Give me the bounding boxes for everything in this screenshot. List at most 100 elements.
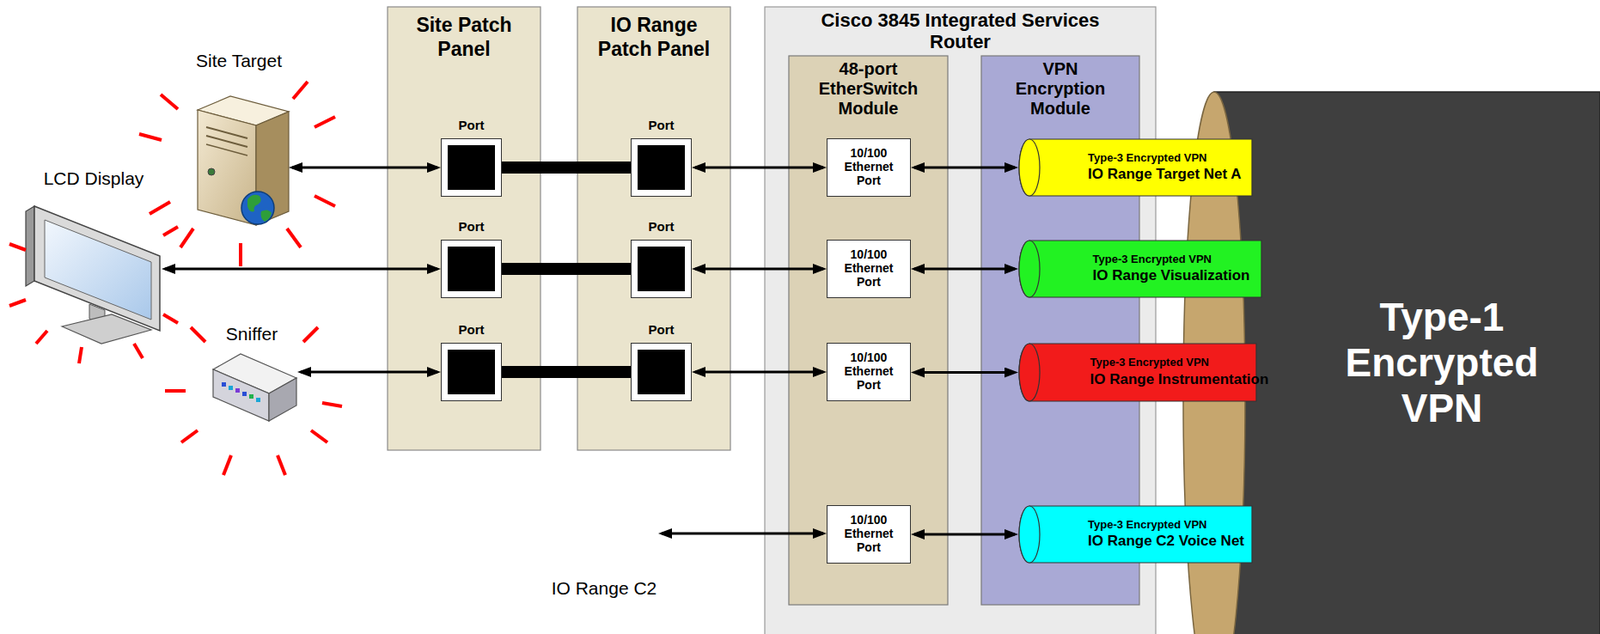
burst-line — [314, 195, 336, 207]
port-text: 10/100 Ethernet Port — [838, 351, 899, 392]
port-label: Port — [458, 322, 485, 338]
vpn-tunnel: Type-3 Encrypted VPNIO Range Target Net … — [1018, 138, 1253, 197]
led — [249, 394, 254, 399]
port-jack — [637, 145, 685, 190]
module-title: VPN Encryption Module — [1002, 59, 1119, 119]
patch-panel: IO Range Patch PanelPortPortPort — [577, 6, 731, 451]
burst-line — [134, 343, 143, 359]
burst-line — [181, 430, 198, 443]
link-label: IO Range C2 — [551, 577, 658, 600]
patch-panel: Site Patch PanelPortPortPort — [387, 6, 541, 451]
ethernet-port: 10/100 Ethernet Port — [826, 505, 911, 564]
router-title: Cisco 3845 Integrated Services Router — [801, 9, 1120, 54]
server-node: Site Target — [189, 49, 289, 226]
device-label: Site Target — [195, 49, 282, 73]
burst-line — [139, 134, 162, 141]
globe-land — [247, 195, 262, 213]
tunnel-end — [1019, 240, 1040, 298]
port-socket — [630, 239, 692, 299]
module-title: 48-port EtherSwitch Module — [810, 59, 927, 119]
tunnel-body — [1019, 506, 1252, 563]
tunnel-body — [1019, 343, 1257, 402]
sniffer-front — [213, 369, 269, 422]
c2-link-arrow — [661, 532, 824, 536]
sniffer-side — [268, 378, 297, 422]
patch-panel-bg — [577, 6, 731, 451]
patch-port: Port — [630, 117, 692, 197]
router-box: Cisco 3845 Integrated Services Router48-… — [764, 6, 1156, 634]
display-node: LCD Display — [25, 167, 162, 349]
port-jack — [447, 145, 495, 190]
port-socket — [630, 138, 692, 197]
burst-line — [149, 201, 171, 214]
tunnel-body — [1019, 139, 1252, 196]
led — [221, 382, 226, 387]
patch-port: Port — [630, 322, 692, 402]
tunnel-body — [1019, 240, 1262, 298]
patch-cable — [501, 161, 631, 174]
burst-line — [238, 243, 243, 267]
tunnel-text: Type-3 Encrypted VPN — [1093, 252, 1210, 267]
port-label: Port — [648, 219, 675, 235]
burst-line — [9, 299, 26, 306]
ethernet-port: 10/100 Ethernet Port — [826, 138, 911, 197]
burst-line — [303, 327, 318, 342]
burst-line — [223, 455, 232, 476]
led — [228, 385, 233, 391]
patch-cable — [501, 262, 631, 275]
patch-cable — [501, 366, 631, 379]
burst-line — [322, 403, 342, 407]
burst-line — [293, 81, 308, 99]
port-label: Port — [648, 117, 675, 134]
tunnel-text: Type-3 Encrypted VPN — [1090, 355, 1207, 370]
tunnel-end — [1019, 506, 1040, 563]
link-arrow — [914, 533, 1015, 537]
drive-slot — [206, 144, 248, 156]
vpn-module: VPN Encryption ModuleType-3 Encrypted VP… — [981, 55, 1140, 605]
module-bg — [788, 55, 948, 605]
burst-line — [163, 314, 178, 324]
tunnel-end — [1183, 91, 1246, 634]
tunnel-text: Type-3 Encrypted VPN — [1087, 151, 1204, 165]
burst-line — [164, 389, 186, 393]
patch-panel-bg — [387, 6, 541, 451]
burst-line — [163, 226, 178, 236]
link-arrow — [914, 166, 1015, 170]
port-label: Port — [458, 219, 485, 235]
globe — [241, 191, 275, 225]
port-socket — [440, 138, 502, 197]
globe-land — [261, 209, 273, 222]
port-socket — [440, 342, 502, 402]
link-arrow — [914, 268, 1015, 271]
device-label: Sniffer — [225, 323, 278, 346]
burst-line — [36, 330, 48, 344]
link-arrow — [695, 268, 824, 271]
link-arrow — [695, 166, 824, 170]
burst-line — [314, 116, 336, 128]
led — [235, 388, 240, 393]
vpn-tunnel: Type-3 Encrypted VPNIO Range Visualizati… — [1018, 239, 1263, 299]
ethernet-port: 10/100 Ethernet Port — [826, 239, 911, 299]
link-arrow — [292, 166, 438, 170]
port-text: 10/100 Ethernet Port — [838, 513, 899, 555]
port-text: 10/100 Ethernet Port — [838, 146, 899, 188]
port-text: 10/100 Ethernet Port — [838, 248, 899, 289]
burst-line — [190, 327, 206, 342]
label-box: IO Range C2 — [548, 577, 660, 600]
link-arrow — [695, 371, 824, 374]
switch-module: 48-port EtherSwitch Module 10/100 Etherne… — [788, 55, 948, 605]
port-label: Port — [648, 322, 675, 338]
tunnel-end — [1019, 139, 1040, 196]
tunnel-body — [1214, 91, 1600, 634]
patch-port: Port — [440, 219, 502, 299]
alert-burst — [9, 81, 342, 476]
link-arrow — [914, 371, 1015, 374]
monitor-screen — [44, 219, 152, 320]
tunnel-end — [1019, 343, 1040, 402]
burst-line — [9, 244, 26, 251]
sniffer-node: Sniffer — [206, 323, 298, 434]
vpn-tunnel: Type-3 Encrypted VPNIO Range Instrumenta… — [1018, 342, 1258, 403]
tunnel-text: Type-3 Encrypted VPN — [1087, 518, 1204, 532]
port-jack — [637, 246, 685, 292]
